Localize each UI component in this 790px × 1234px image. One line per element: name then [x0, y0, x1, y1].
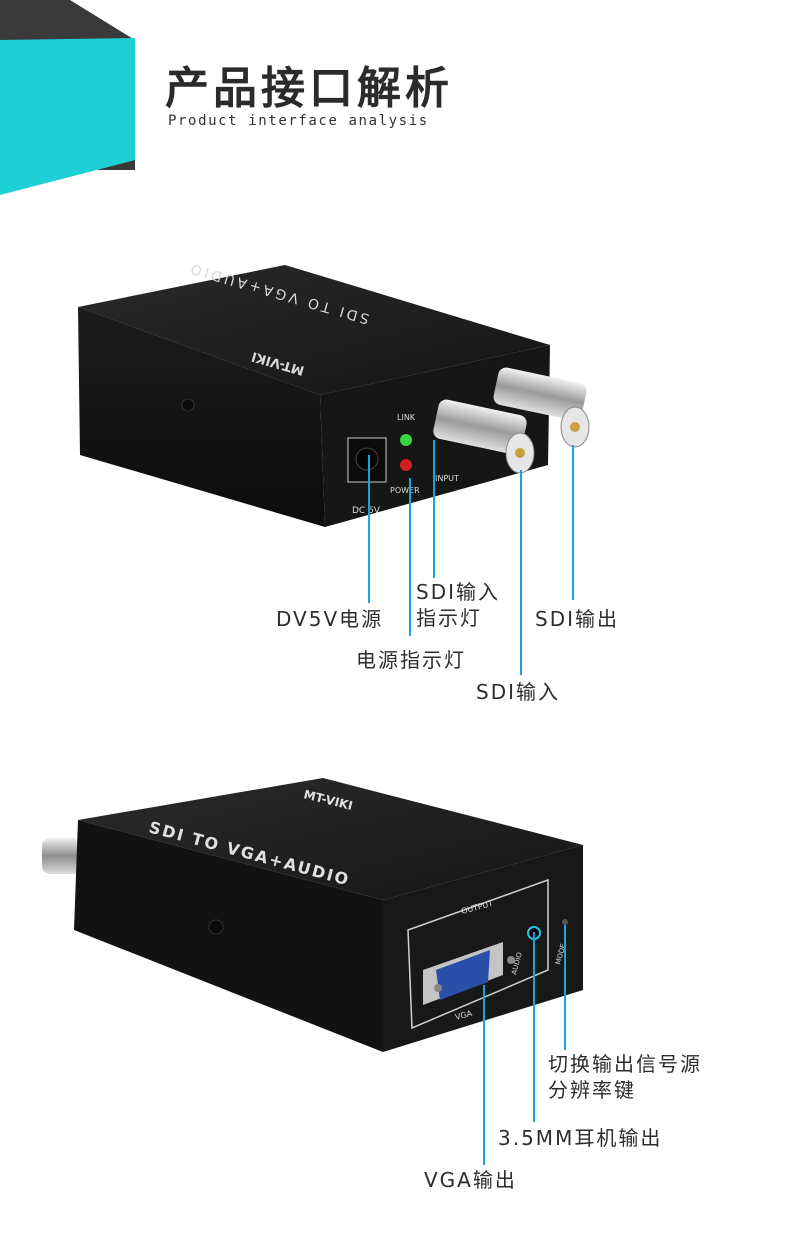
dc-label: DC 5V [352, 506, 381, 516]
link-label: LINK [397, 413, 416, 422]
callout-dc-power: DV5V电源 [276, 607, 384, 631]
vga-label: VGA [454, 1009, 473, 1022]
callout-line-vga [483, 985, 485, 1165]
callout-mode-line1: 切换输出信号源 [548, 1052, 702, 1076]
callout-mode-line2: 分辨率键 [548, 1078, 636, 1102]
callout-sdi-input: SDI输入 [476, 680, 560, 704]
callout-vga-out: VGA输出 [424, 1168, 517, 1192]
header-cyan-shape [0, 38, 135, 195]
callout-line-link-led [433, 440, 435, 578]
screw-icon-2 [208, 919, 224, 935]
callout-sdi-output: SDI输出 [535, 607, 619, 631]
callout-line-audio [533, 932, 535, 1122]
header-decoration [0, 0, 135, 195]
device-bottom-illustration: MT-VIKI SDI TO VGA+AUDIO OUTPUT VGA AUDI… [42, 778, 583, 1052]
callout-line-sdi-in [520, 470, 522, 675]
power-led-icon [400, 459, 412, 471]
device-top-face-2 [78, 778, 583, 900]
device-top-face [78, 265, 550, 395]
callout-line-power-led [409, 478, 411, 636]
output-panel-frame [407, 878, 549, 1030]
device-left-side-2 [74, 820, 383, 1052]
callout-line-sdi-out [572, 445, 574, 600]
vga-port-icon [423, 942, 515, 1005]
bnc-rear-connector [42, 838, 82, 874]
link-led-icon [400, 434, 412, 446]
power-label: POWER [390, 486, 420, 495]
callout-power-indicator: 电源指示灯 [356, 648, 466, 672]
callout-line-dc [368, 455, 370, 603]
callout-audio-out: 3.5MM耳机输出 [498, 1126, 663, 1150]
device-left-side [78, 307, 325, 527]
screw-icon [181, 398, 195, 412]
page-title: 产品接口解析 [165, 63, 453, 114]
device-top-illustration: SDI TO VGA+AUDIO MT-VIKI DC 5V LINK POWE… [78, 259, 590, 527]
dc-jack-icon [355, 447, 379, 471]
bnc-input-connector [433, 399, 535, 474]
callout-sdi-indicator-line1: SDI输入 [416, 580, 500, 604]
page-subtitle: Product interface analysis [168, 113, 429, 129]
bnc-output-connector [493, 367, 590, 448]
callout-sdi-indicator-line2: 指示灯 [416, 606, 482, 630]
callout-line-mode [564, 925, 566, 1050]
input-label: INPUT [435, 474, 459, 483]
mode-button-icon [562, 919, 568, 925]
